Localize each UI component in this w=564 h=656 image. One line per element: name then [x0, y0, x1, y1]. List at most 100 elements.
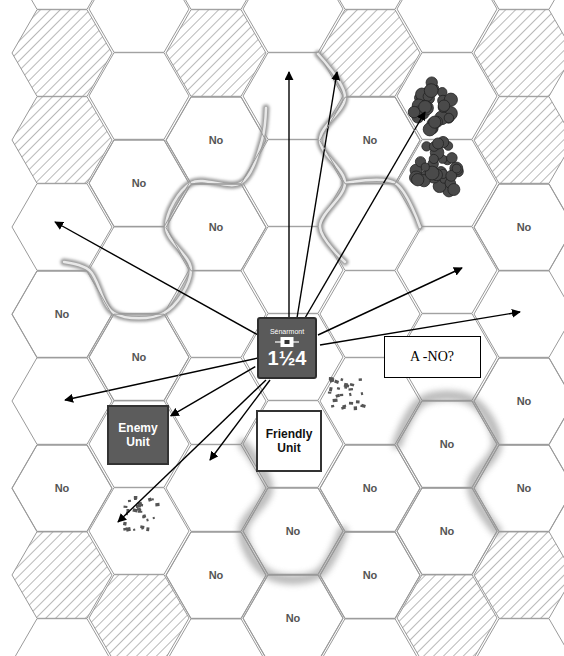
river	[64, 108, 266, 318]
town-symbol	[151, 498, 154, 500]
town-symbol	[356, 400, 360, 403]
hex-outline	[166, 184, 266, 271]
map-hex	[474, 271, 564, 358]
terrain-hex: No	[474, 184, 564, 271]
town-symbol	[340, 378, 343, 381]
hex-outline	[89, 314, 189, 401]
terrain-label: No	[209, 134, 224, 146]
hex-outline	[166, 97, 266, 184]
woods-symbol	[447, 153, 458, 164]
terrain-hex: No	[320, 445, 420, 532]
town-symbol	[329, 387, 333, 392]
woods-symbol	[421, 163, 429, 171]
terrain-hex: No	[12, 445, 112, 532]
map-hex	[474, 0, 564, 9]
callout-text: A -NO?	[410, 349, 454, 365]
town-symbol	[361, 404, 366, 408]
town-symbol	[123, 528, 127, 531]
woods-symbol	[419, 101, 433, 115]
sight-arrow	[305, 112, 425, 318]
woods-symbol	[433, 138, 444, 149]
river-center	[345, 180, 420, 227]
sight-connector	[171, 367, 256, 416]
town-symbol	[359, 378, 362, 381]
sight-arrow	[55, 222, 258, 335]
town-symbol	[349, 393, 352, 396]
town-symbol	[339, 394, 343, 397]
callout-box: A -NO?	[384, 336, 481, 378]
town-symbol	[331, 378, 334, 381]
terrain-label: No	[440, 438, 455, 450]
woods-symbol	[429, 116, 441, 128]
town-symbol	[134, 496, 138, 499]
unit-label: Friendly Unit	[262, 427, 316, 456]
terrain-label: No	[55, 482, 70, 494]
terrain-label: No	[363, 569, 378, 581]
terrain-label: No	[363, 482, 378, 494]
town-symbol	[123, 506, 127, 508]
woods-symbol	[408, 106, 420, 118]
terrain-label: No	[440, 525, 455, 537]
town-symbol	[146, 527, 149, 531]
town-symbol	[123, 522, 127, 526]
map-hex	[474, 619, 564, 656]
sight-arrow	[288, 72, 289, 318]
terrain-hex: No	[89, 314, 189, 401]
hex-outline	[320, 445, 420, 532]
town-symbol	[153, 517, 155, 519]
hex-outline	[243, 575, 343, 656]
woods-symbol	[452, 164, 461, 173]
town-symbol	[140, 525, 144, 528]
town-symbol	[133, 529, 135, 531]
terrain-label: No	[363, 134, 378, 146]
woods-symbol	[444, 113, 453, 122]
woods-symbol	[419, 101, 432, 114]
town-symbol	[142, 516, 144, 519]
terrain-label: No	[517, 482, 532, 494]
town-symbol	[331, 405, 334, 408]
map-hex	[474, 358, 564, 445]
hex-outline	[12, 271, 112, 358]
terrain-label: No	[209, 569, 224, 581]
town-symbol	[142, 514, 146, 518]
sight-arrow	[65, 358, 258, 400]
river-center	[318, 54, 345, 262]
woods-symbol	[438, 100, 450, 112]
town-symbol	[138, 508, 141, 511]
hex-outline	[474, 445, 564, 532]
town-symbol	[354, 406, 357, 410]
unit-counter: Sénarmont1½4	[257, 317, 317, 379]
town-symbol	[155, 503, 159, 507]
town-symbol	[328, 392, 332, 394]
terrain-label: No	[132, 177, 147, 189]
town-symbol	[361, 392, 364, 395]
icon-mark	[285, 340, 290, 344]
map-hex	[474, 184, 564, 271]
town-symbol	[335, 394, 340, 398]
hex-outline	[320, 97, 420, 184]
river-center	[64, 108, 266, 318]
hex-outline	[12, 445, 112, 532]
woods-symbol	[429, 154, 438, 163]
terrain-hex: No	[243, 575, 343, 656]
terrain-label: No	[55, 308, 70, 320]
town-symbol	[128, 500, 131, 503]
hex-outline	[166, 532, 266, 619]
terrain-label: No	[209, 221, 224, 233]
terrain-hex: No	[474, 358, 564, 445]
terrain-label: No	[517, 221, 532, 233]
terrain-label: No	[132, 351, 147, 363]
town-symbol	[137, 508, 142, 511]
woods-symbol	[412, 174, 424, 186]
unit-type-icon	[275, 337, 299, 347]
off-map-hex	[474, 10, 564, 97]
town-symbol	[344, 386, 347, 389]
hex-outline	[320, 532, 420, 619]
enemy-unit: Enemy Unit	[107, 405, 169, 465]
hex-outline	[474, 358, 564, 445]
off-map-hex	[474, 532, 564, 619]
terrain-hex: No	[320, 532, 420, 619]
terrain-hex: No	[166, 97, 266, 184]
ridge-hexside	[397, 396, 497, 531]
friendly-unit: Friendly Unit	[256, 410, 322, 472]
